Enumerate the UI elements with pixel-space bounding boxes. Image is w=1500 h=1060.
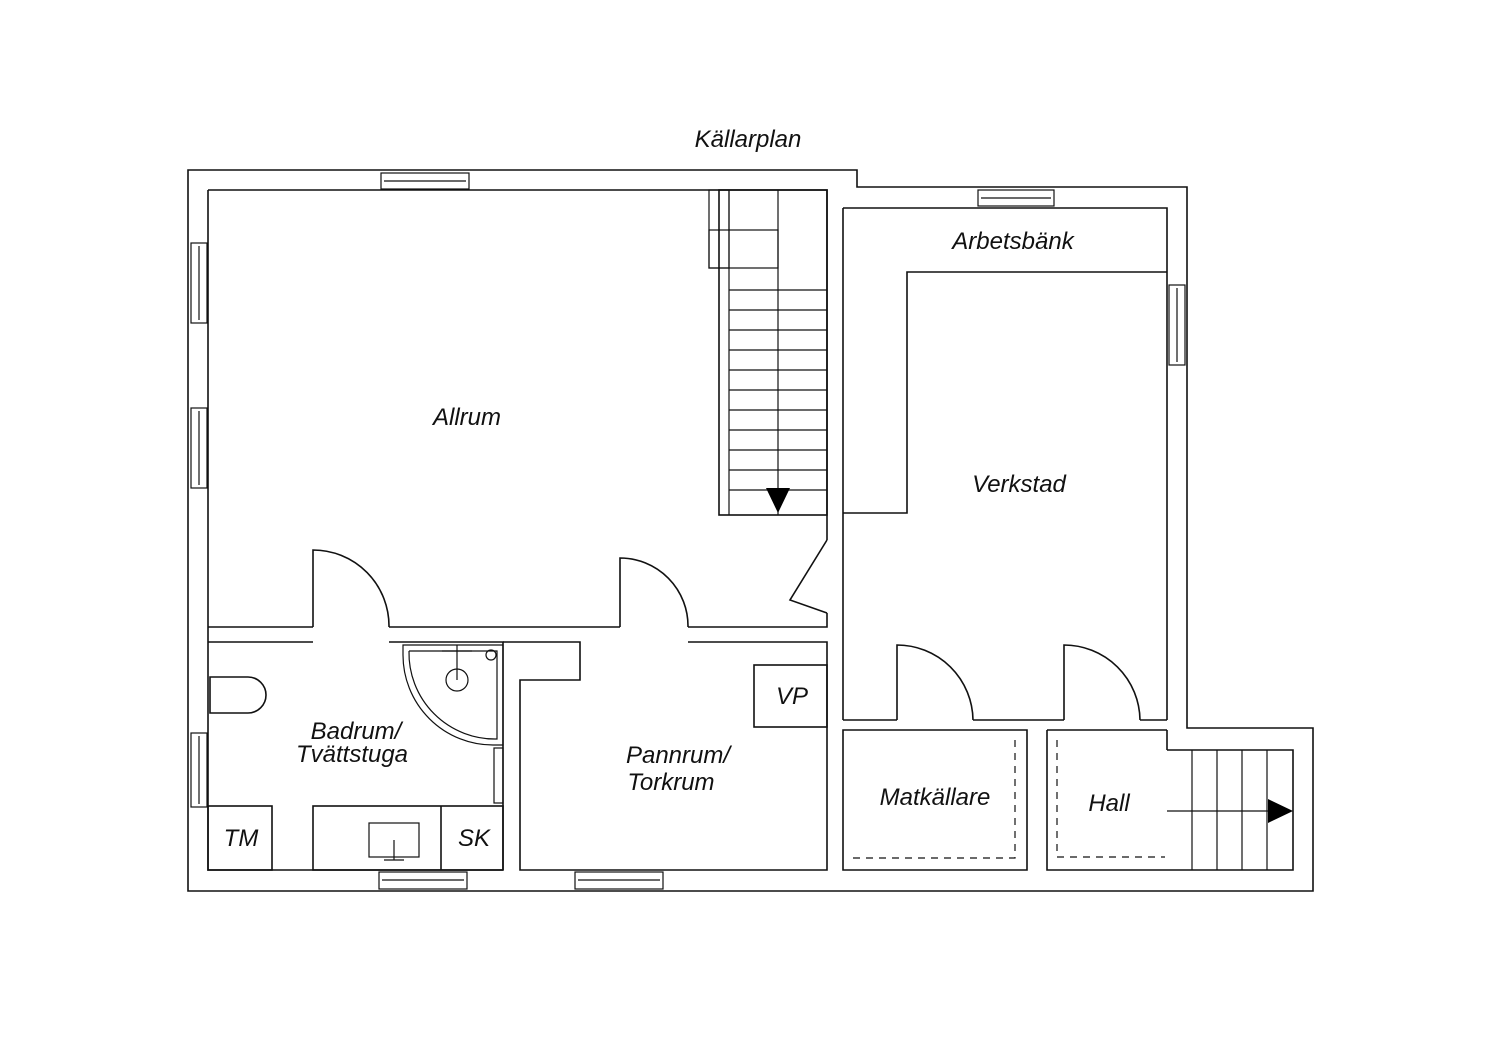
bathroom-fixtures: [207, 644, 504, 871]
room-label-pannrum: Pannrum/: [626, 742, 732, 769]
room-label-hall: Hall: [1088, 790, 1130, 817]
room-label-torkrum: Torkrum: [627, 769, 714, 796]
room-label-badrum: Badrum/: [311, 718, 404, 745]
windows: [190, 172, 1186, 890]
workbench-counter: [843, 271, 1167, 514]
fixture-label-sk: SK: [458, 825, 491, 852]
room-label-arbetsbank: Arbetsbänk: [950, 228, 1075, 255]
fixture-label-vp: VP: [776, 683, 808, 710]
heat-pump-box: [753, 664, 828, 728]
room-label-allrum: Allrum: [431, 404, 501, 431]
plan-title: Källarplan: [695, 126, 802, 153]
stair-right-arrow-icon: [1268, 799, 1293, 823]
hall-shelf: [1056, 740, 1165, 858]
radiator-icon: [493, 747, 504, 804]
main-staircase: [708, 189, 828, 516]
outer-walls: [187, 169, 1314, 892]
doors: [312, 549, 1141, 721]
stair-down-arrow-icon: [766, 488, 790, 513]
inner-walls: [208, 539, 1294, 871]
matkallare-shelf: [848, 740, 1016, 859]
shower-icon: [402, 644, 504, 746]
fixture-label-tm: TM: [224, 825, 259, 852]
room-label-tvattstuga: Tvättstuga: [296, 741, 408, 768]
toilet-icon: [209, 676, 267, 714]
entrance-staircase: [1167, 750, 1268, 870]
room-label-verkstad: Verkstad: [972, 471, 1066, 498]
room-label-matkallare: Matkällare: [880, 784, 991, 811]
